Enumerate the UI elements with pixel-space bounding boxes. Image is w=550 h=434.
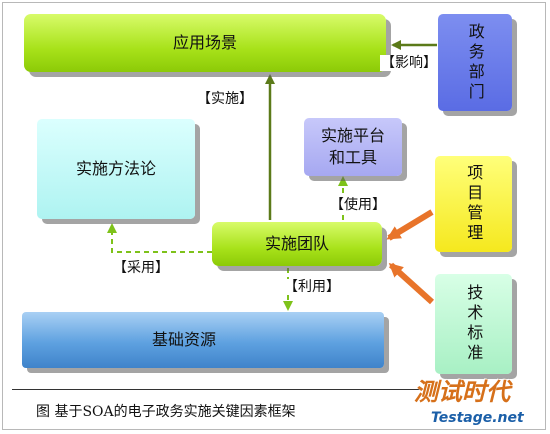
node-platform-tools: 实施平台和工具 [304, 118, 402, 176]
node-platform-tools-label: 实施平台和工具 [320, 126, 385, 167]
watermark-logo: 测试时代 [414, 378, 510, 406]
node-tech-std-label: 技术标准 [464, 284, 484, 364]
edge-implement-label: 【实施】 [196, 91, 254, 107]
node-methodology-label: 实施方法论 [75, 159, 156, 179]
node-project-mgmt: 项目管理 [435, 156, 512, 252]
edge-tech-std-arrow [388, 262, 435, 305]
figure-caption: 图 基于SOA的电子政务实施关键因素框架 [36, 404, 296, 420]
edge-adopt-line [107, 223, 212, 253]
edge-adopt-label: 【采用】 [112, 260, 170, 276]
edge-project-mgmt-arrow [386, 209, 434, 241]
node-app-scene: 应用场景 [24, 14, 386, 72]
node-infra: 基础资源 [22, 312, 384, 368]
watermark-url: Testage.net [431, 410, 524, 426]
edge-use-label: 【使用】 [329, 197, 387, 213]
node-team: 实施团队 [212, 222, 382, 266]
figure-frame [2, 2, 546, 430]
node-tech-std: 技术标准 [435, 274, 512, 374]
node-gov-dept: 政务部门 [438, 14, 512, 111]
node-app-scene-label: 应用场景 [172, 33, 237, 53]
node-team-label: 实施团队 [264, 234, 329, 254]
node-methodology: 实施方法论 [37, 119, 195, 219]
caption-rule [12, 389, 430, 390]
node-project-mgmt-label: 项目管理 [464, 164, 484, 244]
edge-utilize-label: 【利用】 [283, 279, 341, 295]
node-infra-label: 基础资源 [152, 330, 217, 350]
edge-influence-label: 【影响】 [380, 55, 438, 71]
node-gov-dept-label: 政务部门 [465, 22, 485, 103]
